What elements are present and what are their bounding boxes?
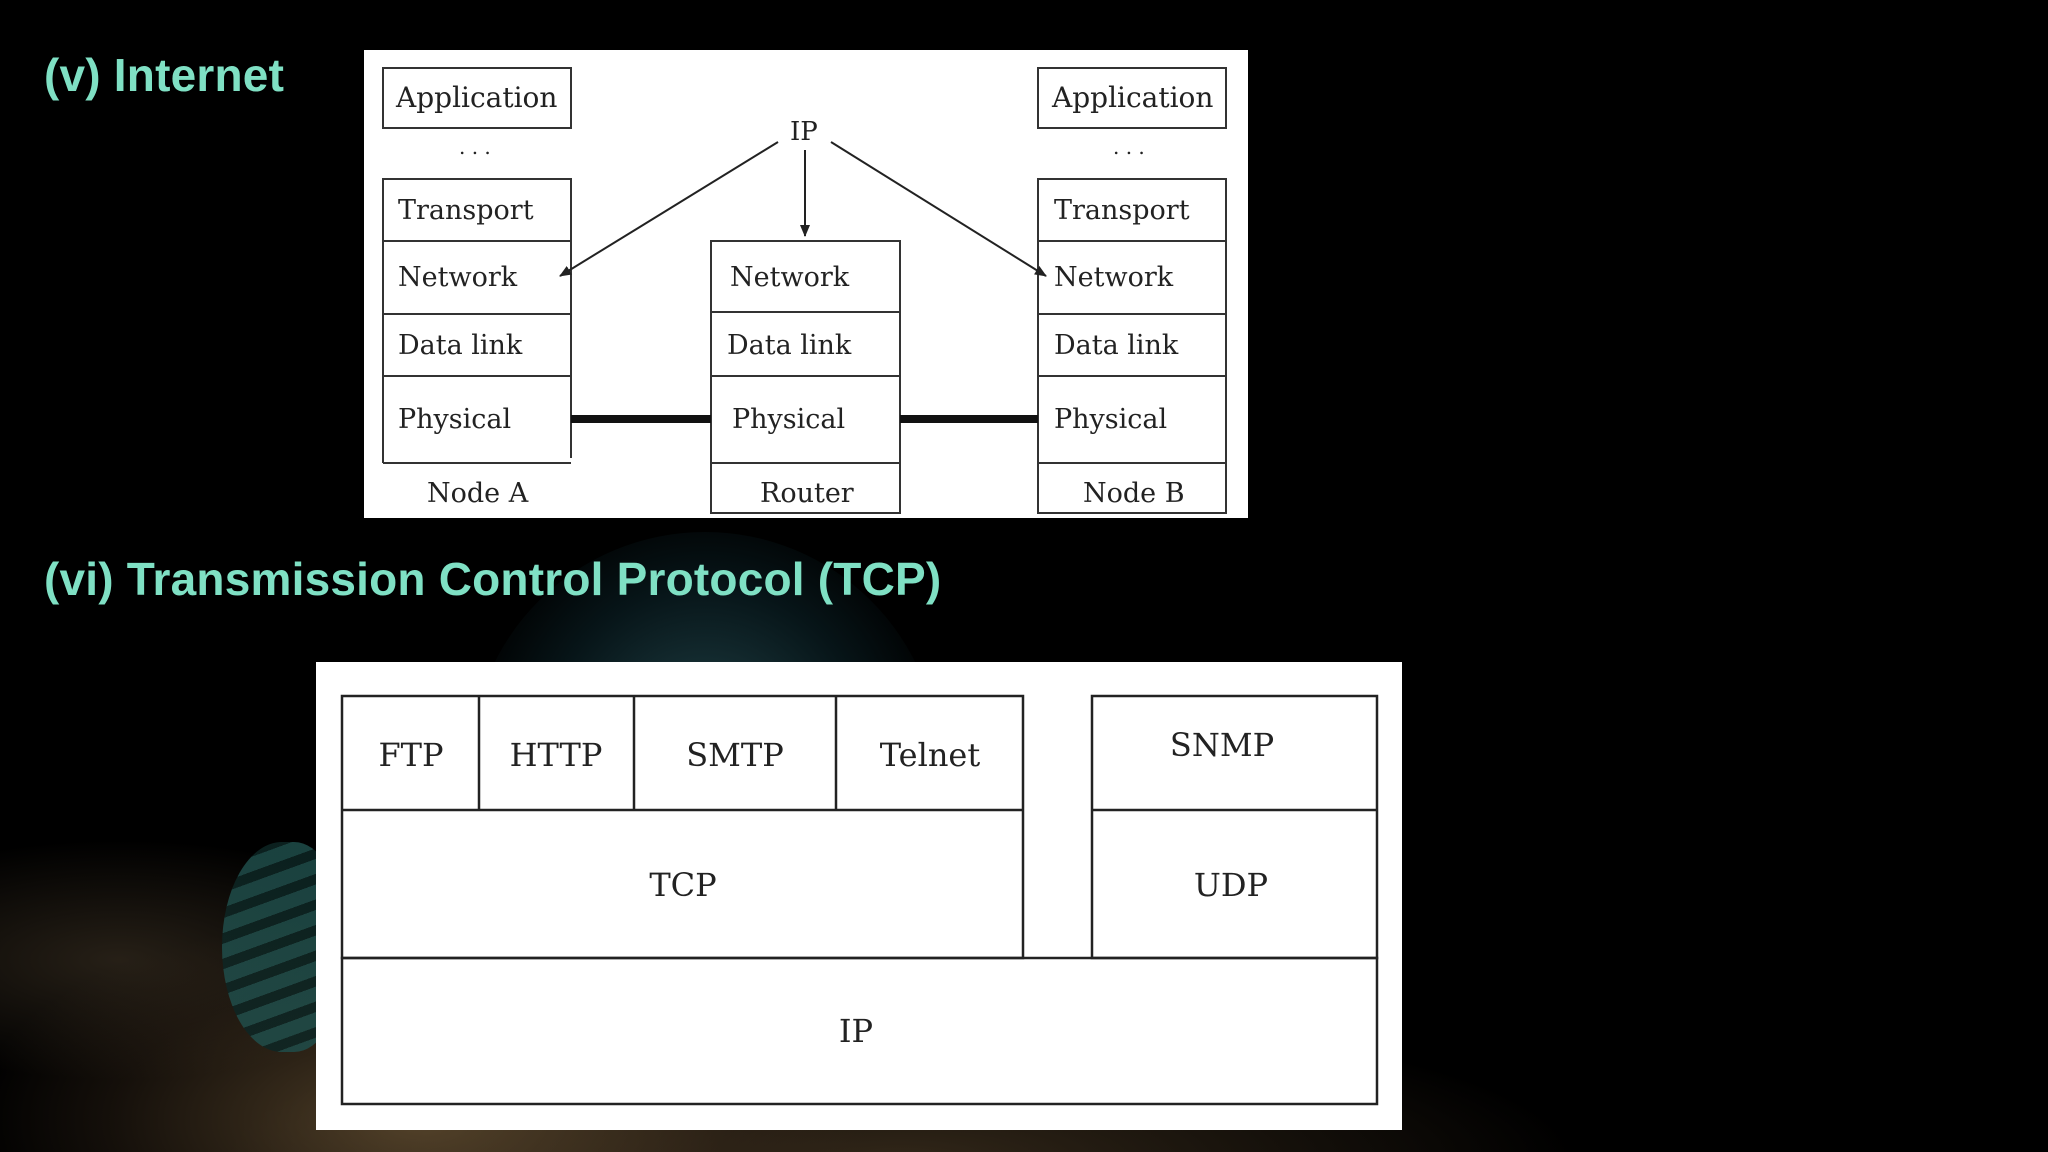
node-b-datalink-label: Data link [1054, 330, 1179, 361]
node-a-transport-label: Transport [398, 195, 534, 226]
udp-label: UDP [1194, 866, 1268, 904]
node-b-physical-label: Physical [1054, 404, 1167, 435]
telnet-label: Telnet [880, 736, 981, 774]
node-a-application-label: Application [395, 81, 557, 114]
node-a-ellipsis: . . . [459, 135, 491, 159]
router-datalink-label: Data link [727, 330, 852, 361]
tcp-heading: (vi) Transmission Control Protocol (TCP) [44, 553, 942, 605]
node-b-transport-label: Transport [1054, 195, 1190, 226]
ip-layer-box [340, 956, 1379, 1106]
ftp-label: FTP [378, 736, 443, 774]
caption-band [364, 458, 1248, 518]
snmp-label: SNMP [1170, 726, 1274, 764]
router-caption: Router [760, 478, 854, 509]
smtp-label: SMTP [686, 736, 784, 774]
node-b-ellipsis: . . . [1113, 135, 1145, 159]
node-a-caption: Node A [427, 478, 529, 509]
tcp-label: TCP [649, 866, 716, 904]
ip-layer-label: IP [839, 1012, 873, 1050]
node-a-physical-label: Physical [398, 404, 511, 435]
node-b-application-box [1037, 67, 1227, 129]
node-a-datalink-label: Data link [398, 330, 523, 361]
internet-diagram-svg: Application . . . Transport Network Data… [364, 67, 1248, 518]
node-b-application-label: Application [1051, 81, 1213, 114]
internet-heading: (v) Internet [44, 49, 285, 101]
node-b-network-label: Network [1054, 262, 1174, 293]
router-network-label: Network [730, 262, 850, 293]
node-a-network-label: Network [398, 262, 518, 293]
http-label: HTTP [510, 736, 603, 774]
ip-arrow-to-node-a [559, 141, 779, 277]
node-a-application-box [382, 67, 572, 129]
tcp-protocol-stack-diagram: FTP HTTP SMTP Telnet TCP SNMP UDP IP [316, 662, 1402, 1130]
node-b-stack-box [1037, 178, 1227, 514]
ip-arrow-to-node-b [830, 141, 1047, 277]
internet-protocol-diagram: Application . . . Transport Network Data… [364, 50, 1248, 518]
router-physical-label: Physical [732, 404, 845, 435]
ip-label: IP [790, 117, 818, 147]
node-b-caption: Node B [1083, 478, 1185, 509]
tcp-diagram-svg: FTP HTTP SMTP Telnet TCP SNMP UDP IP [340, 694, 1379, 1106]
